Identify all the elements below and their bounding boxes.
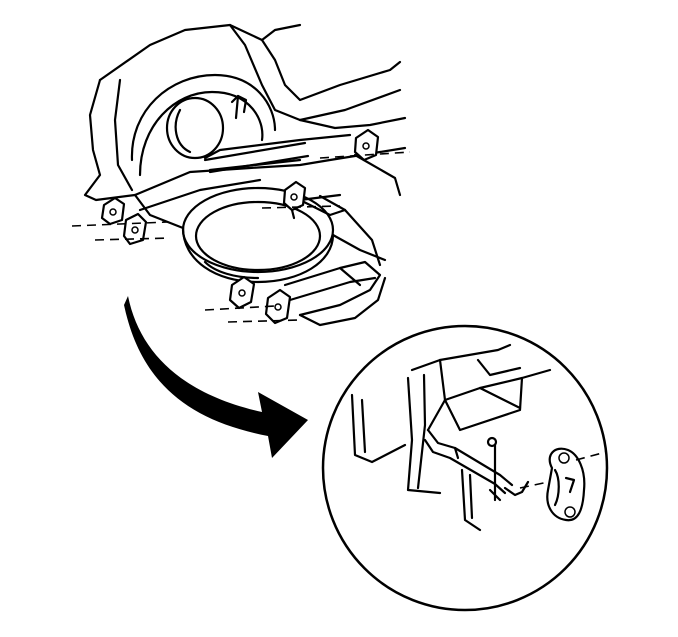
detail-callout [321, 324, 609, 612]
hanger-rear-left [228, 275, 292, 325]
hanger-rear-left-guide [204, 305, 276, 311]
insulator-guide [519, 481, 549, 489]
hanger-rear-right-guide [319, 151, 411, 159]
hanger-front-left [100, 196, 148, 246]
hanger-rear-left-guide-2 [227, 319, 301, 323]
curved-arrow [124, 296, 308, 458]
insulator-guide-2 [575, 451, 607, 461]
vehicle-underbody [83, 23, 407, 327]
hanger-center [282, 180, 307, 220]
hanger-center-guide [261, 205, 341, 209]
hanger-front-left-guide-2 [94, 237, 171, 241]
hanger-rear-right [353, 128, 380, 162]
hanger-front-left-guide [71, 221, 169, 227]
